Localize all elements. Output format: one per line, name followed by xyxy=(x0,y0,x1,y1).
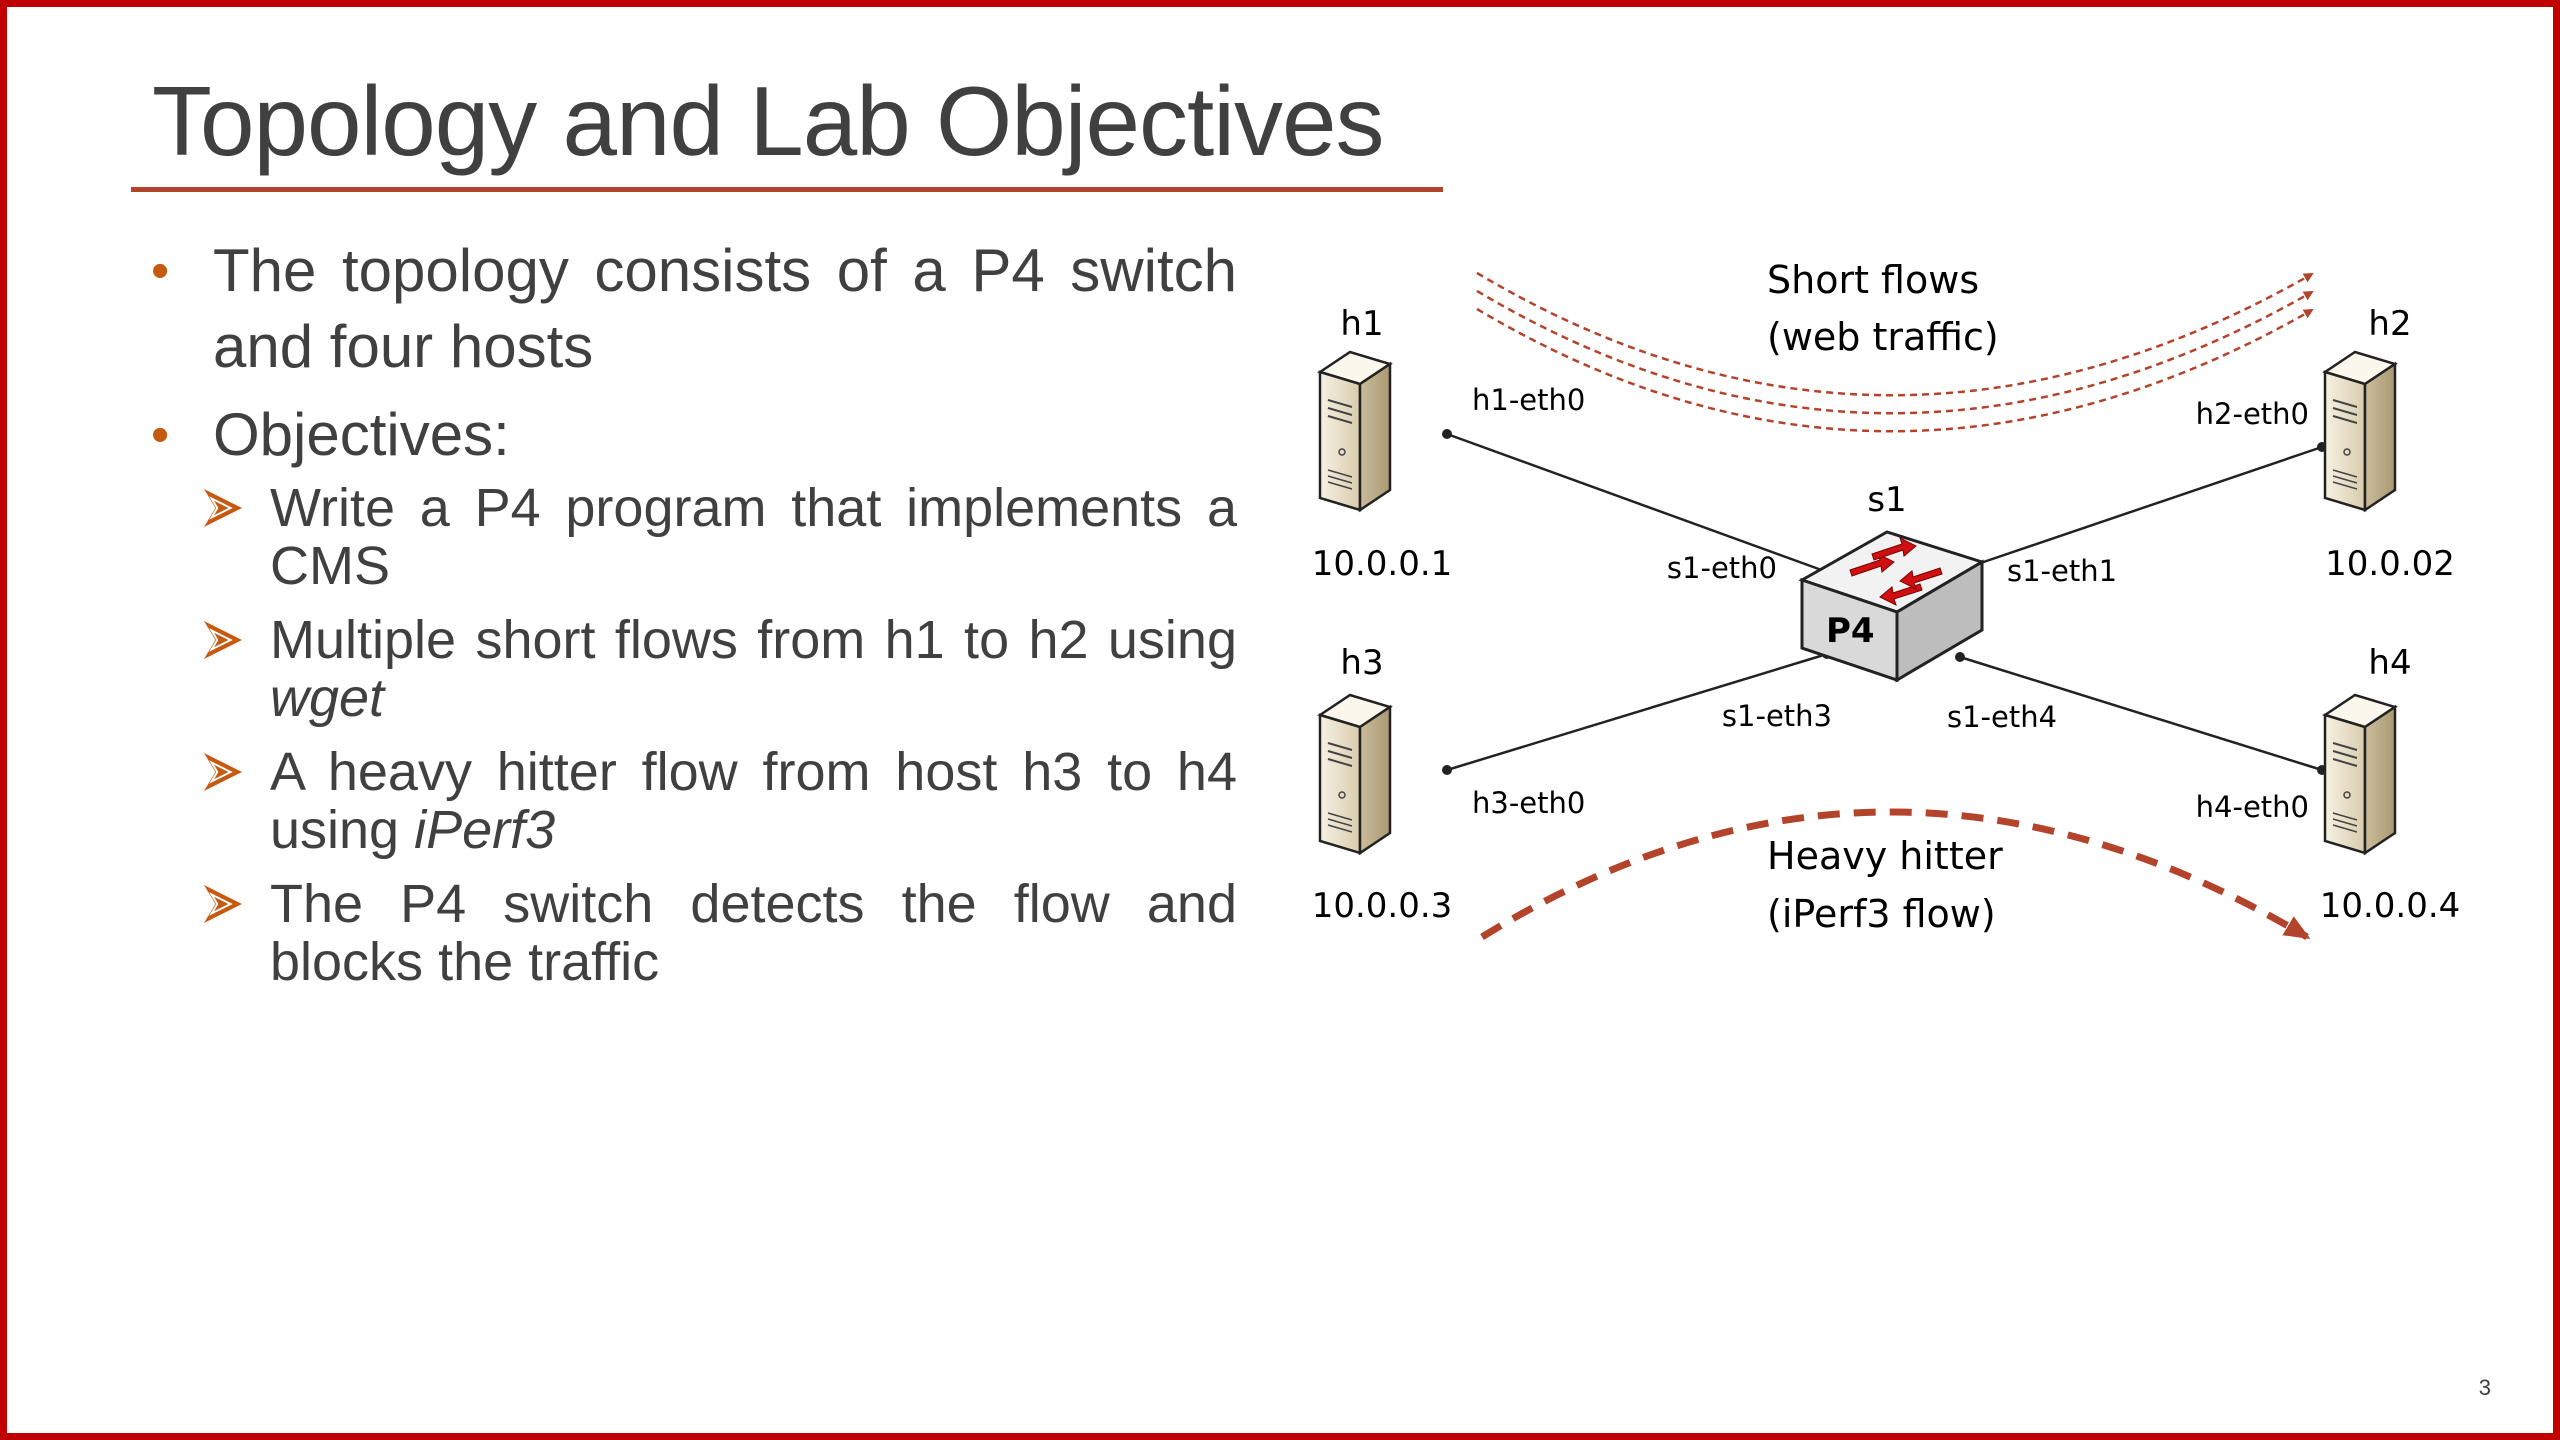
host-name: h1 xyxy=(1340,304,1383,344)
short-flows-label: Short flows xyxy=(1767,258,1979,302)
server-icon xyxy=(1318,350,1392,512)
objective-item: The P4 switch detects the flow and block… xyxy=(147,875,1237,991)
objectives-list: Write a P4 program that implements a CMS… xyxy=(147,479,1237,991)
switch-logo: P4 xyxy=(1826,611,1875,651)
short-flows-label: (web traffic) xyxy=(1767,315,1999,359)
switch-icon: P4 xyxy=(1798,530,1986,683)
bullet-item: • The topology consists of a P4 switch a… xyxy=(147,233,1237,385)
objective-text: Multiple short flows from h1 to h2 using xyxy=(270,610,1237,670)
host-interface: h1-eth0 xyxy=(1472,383,1585,417)
host-name: h2 xyxy=(2368,304,2411,344)
host-ip: 10.0.0.1 xyxy=(1312,544,1453,584)
host-ip: 10.0.0.4 xyxy=(2320,886,2461,926)
objective-text: Write a P4 program that implements a CMS xyxy=(270,478,1237,596)
switch-port: s1-eth4 xyxy=(1947,700,2057,734)
title-underline xyxy=(131,187,1443,192)
objective-item: Write a P4 program that implements a CMS xyxy=(147,479,1237,595)
arrow-bullet-icon xyxy=(204,753,242,791)
host-interface: h2-eth0 xyxy=(2196,397,2309,431)
heavy-hitter-flow xyxy=(1480,808,2311,941)
switch-name: s1 xyxy=(1867,480,1906,520)
objective-tool: wget xyxy=(270,668,385,728)
bullet-text: The topology consists of a P4 switch and… xyxy=(213,237,1237,380)
objective-item: Multiple short flows from h1 to h2 using… xyxy=(147,611,1237,727)
objective-item: A heavy hitter flow from host h3 to h4 u… xyxy=(147,743,1237,859)
server-icon xyxy=(2323,693,2397,855)
bullet-dot-icon: • xyxy=(151,242,170,300)
server-icon xyxy=(1318,693,1392,855)
arrow-bullet-icon xyxy=(204,621,242,659)
bullet-list: • The topology consists of a P4 switch a… xyxy=(147,233,1237,1007)
switch-port: s1-eth0 xyxy=(1667,551,1777,585)
switch-port: s1-eth3 xyxy=(1722,699,1832,733)
server-icon xyxy=(2323,350,2397,512)
host-name: h4 xyxy=(2368,643,2411,683)
host-ip: 10.0.02 xyxy=(2325,544,2455,584)
bullet-item: • Objectives: xyxy=(147,397,1237,473)
page-number: 3 xyxy=(2478,1375,2491,1400)
bullet-dot-icon: • xyxy=(151,406,170,464)
host-interface: h4-eth0 xyxy=(2196,790,2309,824)
bullet-text: Objectives: xyxy=(213,401,510,468)
short-flows xyxy=(1476,271,2314,433)
host-interface: h3-eth0 xyxy=(1472,786,1585,820)
objective-text: The P4 switch detects the flow and block… xyxy=(270,874,1237,992)
objective-text: A heavy hitter flow from host h3 to h4 u… xyxy=(270,742,1237,860)
host-ip: 10.0.0.3 xyxy=(1312,886,1453,926)
slide-title: Topology and Lab Objectives xyxy=(152,66,1384,176)
heavy-hitter-label: (iPerf3 flow) xyxy=(1767,892,1996,936)
host-name: h3 xyxy=(1340,643,1383,683)
switch-port: s1-eth1 xyxy=(2007,554,2117,588)
heavy-hitter-label: Heavy hitter xyxy=(1767,834,2003,878)
objective-tool: iPerf3 xyxy=(414,800,556,860)
arrow-bullet-icon xyxy=(204,885,242,923)
arrow-bullet-icon xyxy=(204,489,242,527)
topology-diagram: P4 h1 h2 h3 h4 10.0.0.1 10.0.02 10.0.0.3… xyxy=(1312,258,2461,941)
